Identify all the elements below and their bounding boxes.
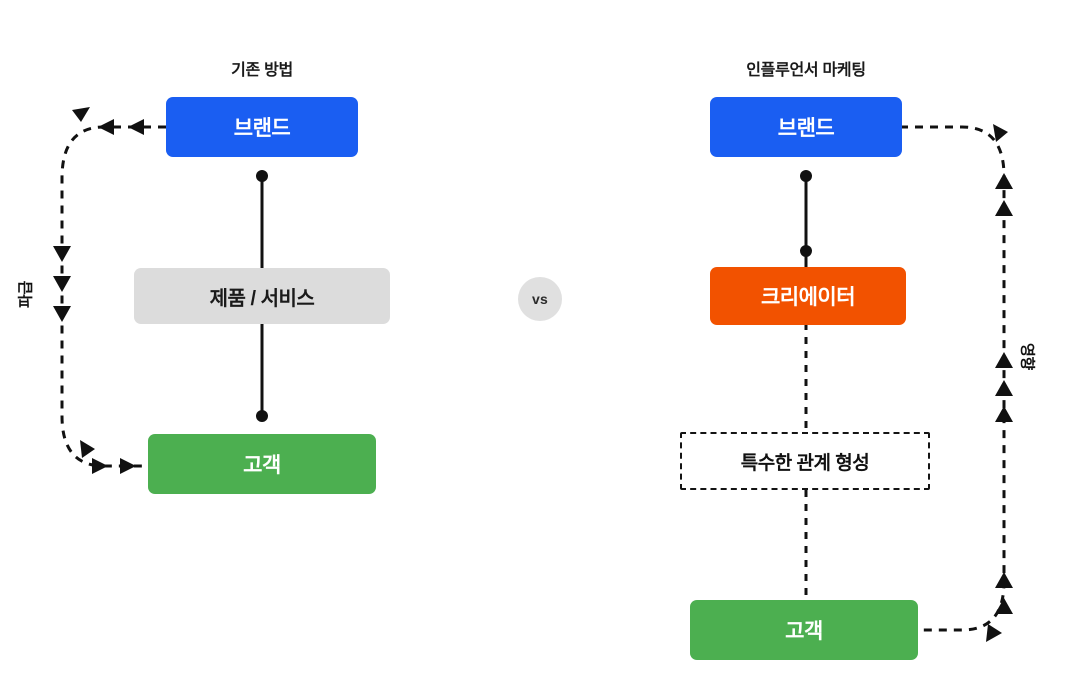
panel-title-traditional: 기존 방법 <box>231 62 293 79</box>
left-solid-spine <box>256 170 268 422</box>
node-brand-influencer[interactable]: 브랜드 <box>710 97 902 157</box>
node-brand-traditional[interactable]: 브랜드 <box>166 97 358 157</box>
right-loop-arrowheads <box>986 124 1013 642</box>
node-customer-influencer[interactable]: 고객 <box>690 600 918 660</box>
node-product-service[interactable]: 제품 / 서비스 <box>134 268 390 324</box>
edge-label-traditional-loop: 파급 <box>17 281 35 309</box>
left-feedback-loop <box>60 125 166 468</box>
right-solid-spine <box>800 170 812 270</box>
edge-label-influencer-loop: 영향 <box>1018 342 1036 370</box>
node-special-relationship[interactable]: 특수한 관계 형성 <box>680 432 930 490</box>
right-influence-loop <box>900 125 1006 632</box>
vs-badge: vs <box>518 277 562 321</box>
node-creator[interactable]: 크리에이터 <box>710 267 906 325</box>
node-customer-traditional[interactable]: 고객 <box>148 434 376 494</box>
left-loop-arrowheads <box>53 107 144 474</box>
panel-title-influencer: 인플루언서 마케팅 <box>746 62 866 79</box>
